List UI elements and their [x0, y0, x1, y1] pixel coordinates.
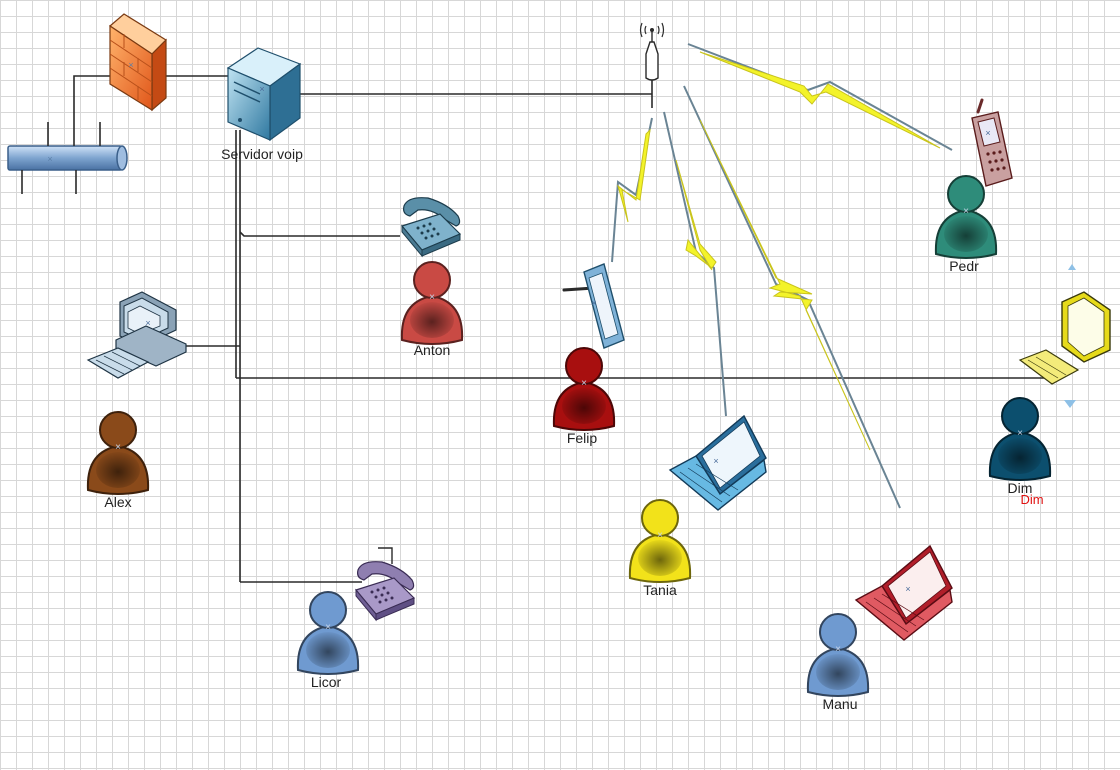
server-icon[interactable]: ×: [226, 47, 302, 142]
svg-text:×: ×: [905, 584, 910, 594]
monitor-icon[interactable]: [1018, 264, 1111, 408]
user-icon[interactable]: ×: [628, 499, 692, 583]
user-label-shadow: Dim: [1020, 492, 1044, 507]
user-icon[interactable]: ×: [806, 613, 870, 697]
desk-phone-icon[interactable]: [400, 197, 462, 258]
svg-text:×: ×: [713, 456, 718, 466]
wireless-antenna-icon: [639, 22, 665, 81]
user-label: Anton: [413, 342, 451, 358]
svg-text:×: ×: [47, 154, 52, 164]
user-icon[interactable]: ×: [296, 591, 360, 675]
mobile-phone-icon[interactable]: ×: [971, 98, 1013, 187]
wireless-link-tablet: [611, 117, 653, 263]
tablet-icon[interactable]: ×: [562, 263, 625, 349]
user-icon[interactable]: ×: [400, 261, 464, 345]
svg-text:×: ×: [115, 442, 121, 453]
svg-text:×: ×: [985, 128, 990, 138]
wireless-link-mobile: [687, 43, 953, 151]
user-icon[interactable]: ×: [988, 397, 1052, 481]
svg-text:×: ×: [591, 298, 596, 308]
user-label: Manu: [822, 696, 858, 712]
user-label: Dim: [1007, 480, 1033, 496]
wireless-links: [611, 43, 953, 509]
user-label: Licor: [310, 674, 342, 690]
svg-text:×: ×: [145, 318, 150, 328]
user-label: Felip: [566, 430, 598, 446]
laptop-icon[interactable]: ×: [854, 544, 953, 641]
svg-text:×: ×: [963, 206, 969, 217]
wire-to-phone-top: [239, 231, 400, 237]
user-label: Alex: [104, 494, 132, 510]
laptop-icon[interactable]: ×: [668, 414, 767, 511]
user-label: Tania: [643, 582, 677, 598]
wire-firewall-pipe: [73, 75, 112, 120]
user-icon[interactable]: ×: [552, 347, 616, 431]
svg-text:×: ×: [259, 84, 264, 94]
svg-text:×: ×: [581, 378, 587, 389]
network-pipe-icon: ×: [7, 120, 128, 194]
wireless-link-laptop-red: [683, 85, 901, 509]
desk-phone-icon[interactable]: [354, 547, 416, 622]
wired-connections: [73, 75, 1062, 583]
user-icon[interactable]: ×: [86, 411, 150, 495]
svg-text:×: ×: [835, 644, 841, 655]
firewall-icon: ×: [109, 13, 167, 112]
svg-text:×: ×: [1017, 428, 1023, 439]
svg-text:×: ×: [128, 60, 133, 70]
svg-text:×: ×: [657, 530, 663, 541]
desktop-computer-icon[interactable]: ×: [86, 291, 187, 379]
server-label: Servidor voip: [221, 146, 303, 162]
wireless-link-laptop-blue: [663, 111, 727, 417]
svg-text:×: ×: [325, 622, 331, 633]
svg-text:×: ×: [429, 292, 435, 303]
users-layer: × × × × × × × ×: [86, 175, 1052, 697]
user-label: Pedr: [949, 258, 979, 274]
user-icon[interactable]: ×: [934, 175, 998, 259]
